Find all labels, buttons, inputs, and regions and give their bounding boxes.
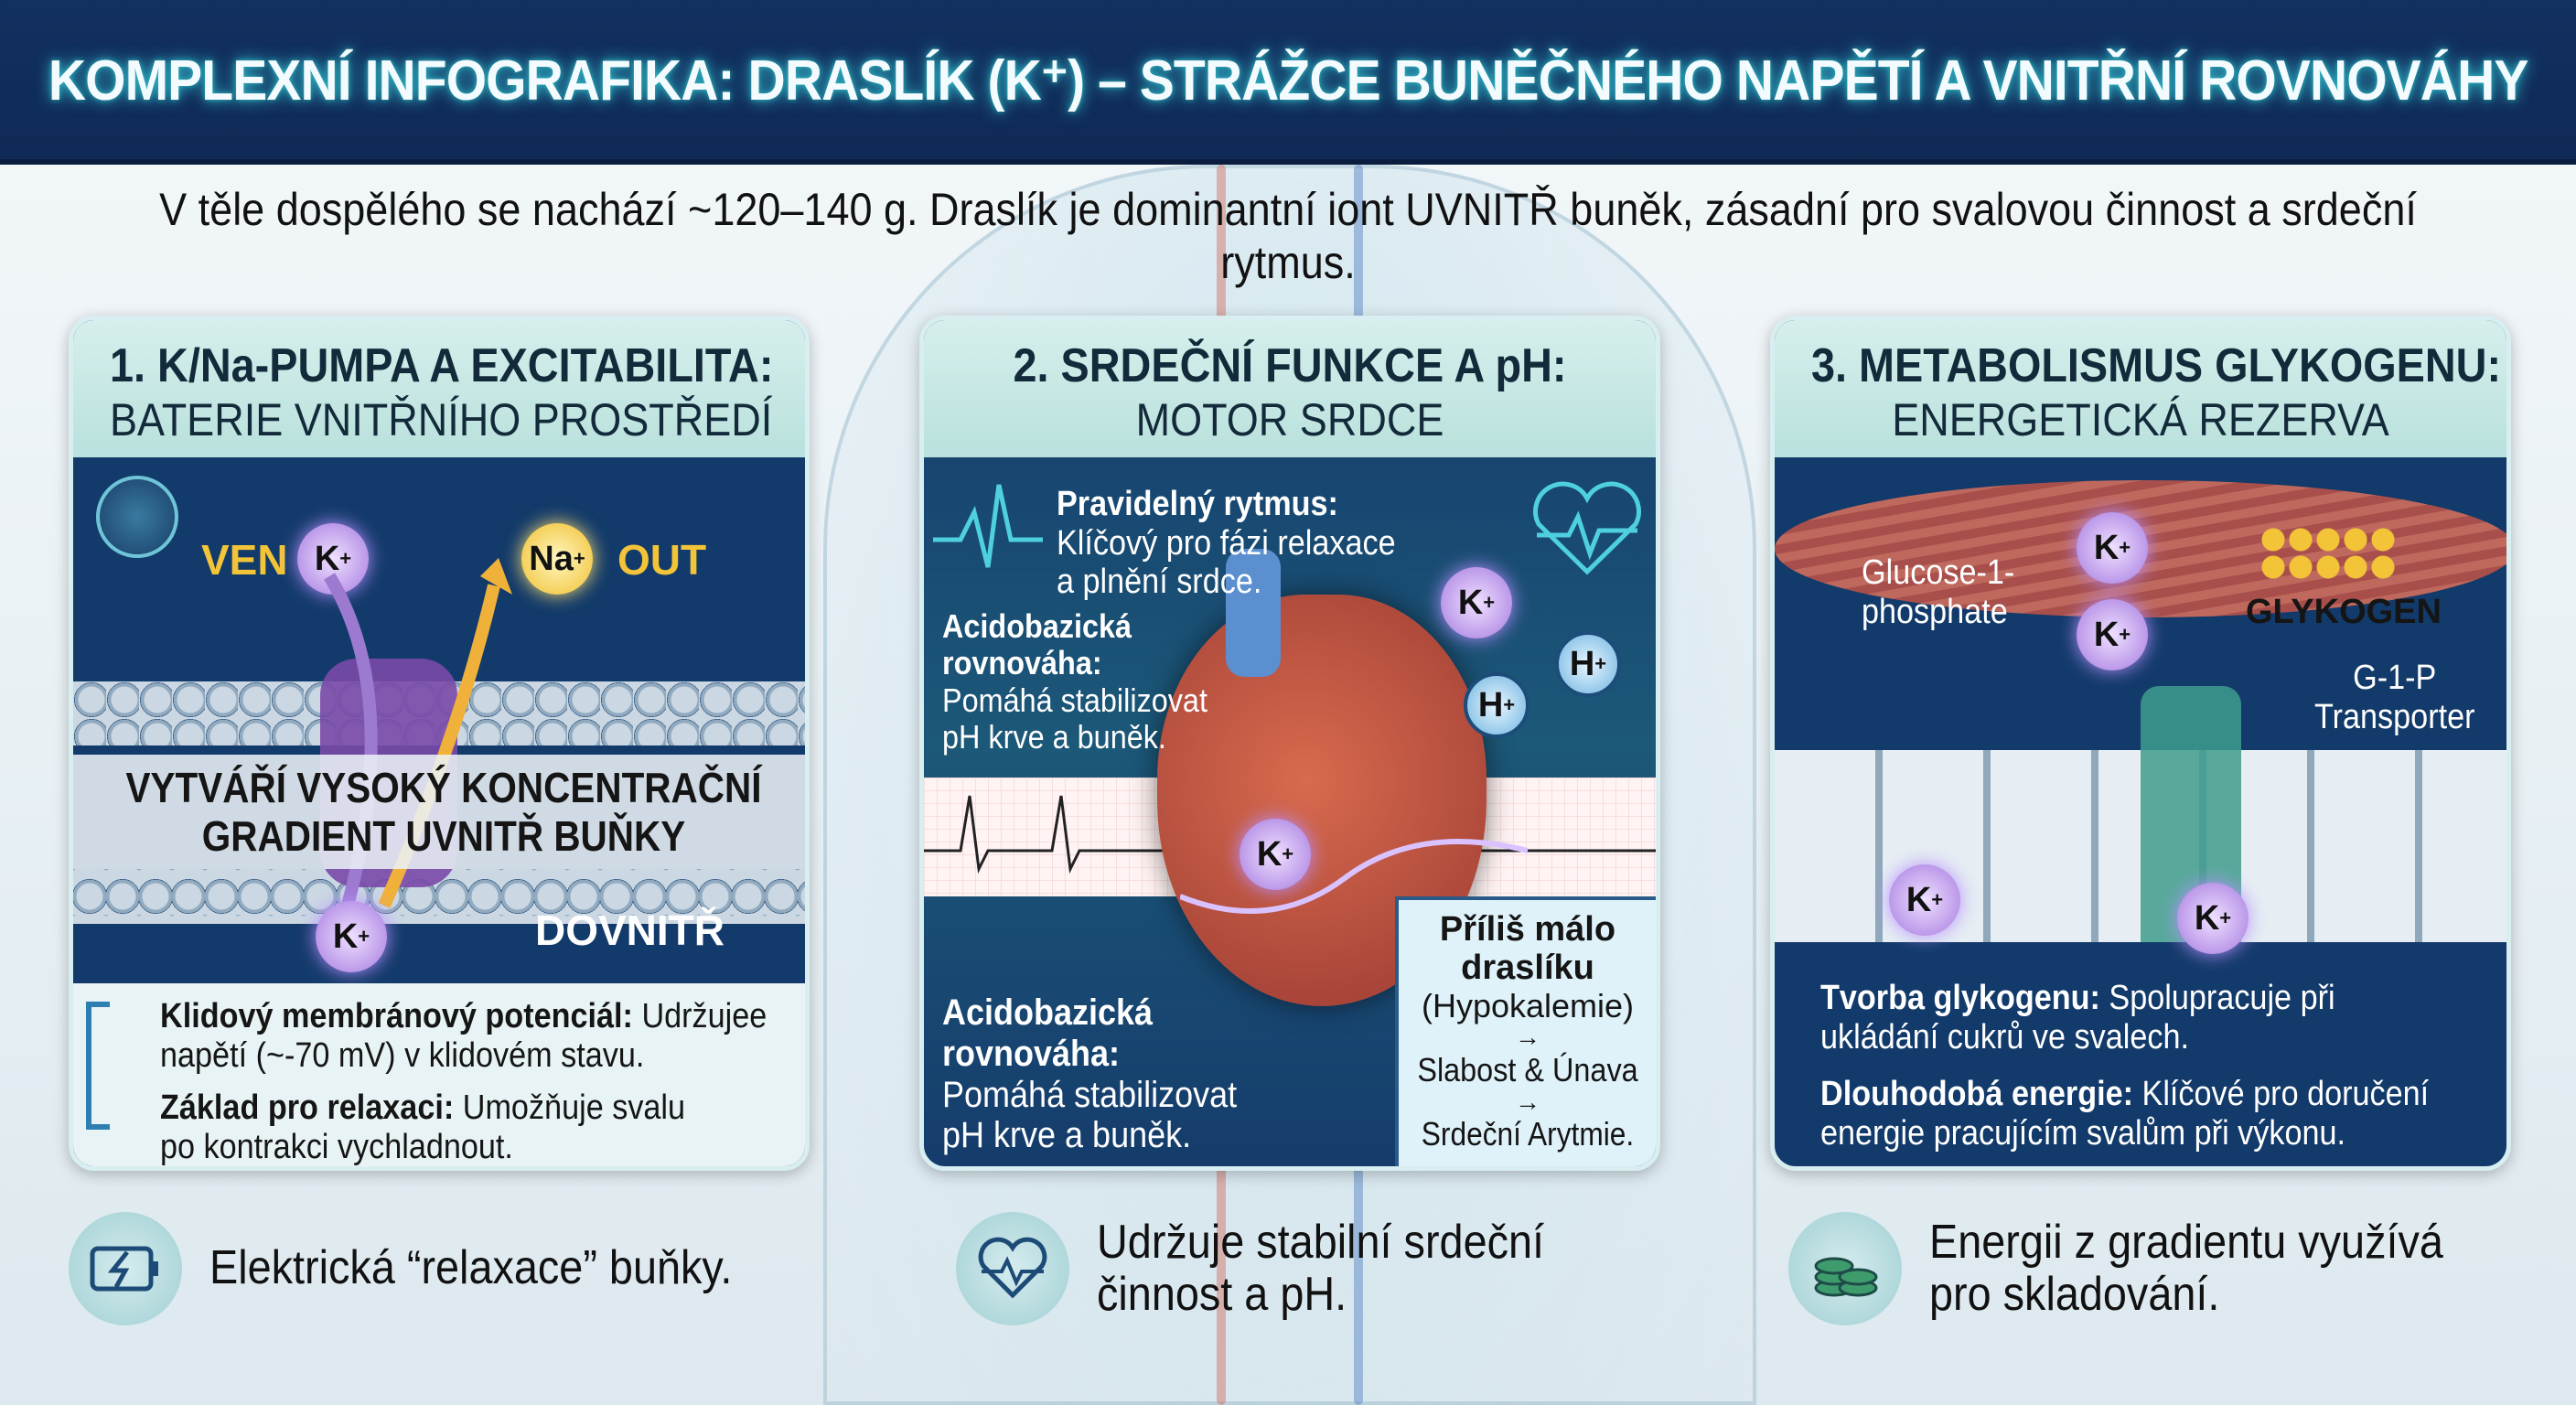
- hypo-symptom-1: Slabost & Únava: [1417, 1050, 1638, 1089]
- potassium-ion: K+: [1240, 819, 1311, 890]
- label-ven: VEN: [201, 536, 288, 584]
- panel-subtitle: BATERIE VNITŘNÍHO PROSTŘEDÍ: [110, 394, 773, 445]
- hypo-symptom-2: Srdeční Arytmie.: [1421, 1115, 1635, 1153]
- rhythm-text: Pravidelný rytmus:Klíčový pro fázi relax…: [1057, 485, 1396, 602]
- header-banner: KOMPLEXNÍ INFOGRAFIKA: DRASLÍK (K⁺) – ST…: [0, 0, 2576, 165]
- panel-header: 1. K/Na-PUMPA A EXCITABILITA:BATERIE VNI…: [73, 320, 805, 457]
- bracket-arrow-icon: [86, 1002, 110, 1130]
- glycogen-granules: [2259, 526, 2397, 581]
- gradient-banner: VYTVÁŘÍ VYSOKÝ KONCENTRAČNÍ GRADIENT UVN…: [73, 755, 805, 869]
- ecg-icon: [933, 484, 1043, 568]
- heart-pulse-icon: [956, 1212, 1069, 1325]
- panel-pump: 1. K/Na-PUMPA A EXCITABILITA:BATERIE VNI…: [69, 316, 810, 1171]
- banner-line-2: GRADIENT UVNITŘ BUŇKY: [201, 811, 686, 860]
- cell-icon: [96, 476, 178, 558]
- potassium-ion: K+: [316, 901, 387, 972]
- glycogen-label: GLYKOGEN: [2246, 593, 2442, 631]
- hypokalemia-box: Příliš málo draslíku (Hypokalemie) → Sla…: [1395, 896, 1656, 1166]
- arrow-right-icon: →: [1515, 1023, 1540, 1052]
- label-out: OUT: [617, 536, 707, 584]
- potassium-ion: K+: [1889, 864, 1960, 936]
- panel-subtitle: MOTOR SRDCE: [1135, 394, 1444, 445]
- label-dovnitr: DOVNITŘ: [535, 906, 724, 954]
- potassium-ion: K+: [1441, 567, 1512, 638]
- electric-wave: [1180, 839, 1529, 914]
- hypo-term: (Hypokalemie): [1421, 986, 1635, 1024]
- caption-pump: Elektrická “relaxace” buňky.: [69, 1212, 790, 1325]
- coin-stack-icon: [1788, 1212, 1902, 1325]
- vena-cava: [1226, 549, 1281, 677]
- panel-title: 3. METABOLISMUS GLYKOGENU:: [1811, 339, 2502, 392]
- potassium-ion: K+: [2177, 883, 2249, 954]
- caption-text: Elektrická “relaxace” buňky.: [209, 1241, 733, 1295]
- transport-arrows: [324, 558, 512, 908]
- panel-title: 2. SRDEČNÍ FUNKCE A pH:: [1013, 339, 1567, 392]
- arrow-right-icon: →: [1515, 1087, 1540, 1116]
- hydrogen-ion: H+: [1464, 672, 1530, 738]
- hypo-title-2: draslíku: [1461, 948, 1594, 987]
- panel-title: 1. K/Na-PUMPA A EXCITABILITA:: [110, 339, 774, 392]
- heart-pulse-icon: [1533, 481, 1641, 575]
- potassium-ion: K+: [2077, 599, 2148, 670]
- page-subtitle: V těle dospělého se nachází ~120–140 g. …: [159, 184, 2417, 288]
- battery-lightning-icon: [69, 1212, 182, 1325]
- bullet-long-term-energy: Dlouhodobá energie: Klíčové pro doručení…: [1820, 1075, 2430, 1153]
- panel-glycogen: 3. METABOLISMUS GLYKOGENU:ENERGETICKÁ RE…: [1770, 316, 2511, 1171]
- banner-line-1: VYTVÁŘÍ VYSOKÝ KONCENTRAČNÍ: [125, 764, 762, 811]
- hypo-title: Příliš málo: [1439, 910, 1616, 949]
- page-title: KOMPLEXNÍ INFOGRAFIKA: DRASLÍK (K⁺) – ST…: [48, 48, 2529, 113]
- panel-subtitle: ENERGETICKÁ REZERVA: [1892, 394, 2389, 445]
- panel-header: 3. METABOLISMUS GLYKOGENU:ENERGETICKÁ RE…: [1775, 320, 2506, 457]
- potassium-ion: K+: [297, 523, 369, 595]
- potassium-ion: K+: [2077, 512, 2148, 584]
- sodium-ion: Na+: [521, 523, 593, 595]
- glucose-1-phosphate-label: Glucose-1-phosphate: [1862, 553, 2015, 631]
- panel-header: 2. SRDEČNÍ FUNKCE A pH:MOTOR SRDCE: [924, 320, 1656, 457]
- panel-heart: 2. SRDEČNÍ FUNKCE A pH:MOTOR SRDCE Pravi…: [919, 316, 1660, 1171]
- hydrogen-ion: H+: [1555, 631, 1621, 697]
